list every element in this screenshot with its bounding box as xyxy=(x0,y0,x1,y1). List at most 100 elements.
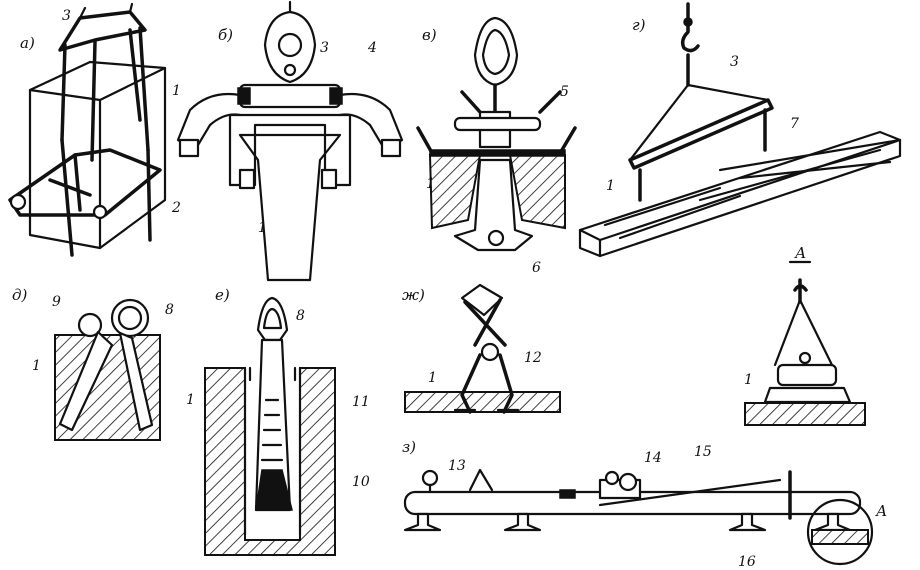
callout-b-3: 3 xyxy=(320,40,329,56)
detail-circle xyxy=(806,498,874,566)
suction-foot-2 xyxy=(503,512,542,532)
traverse-slings xyxy=(628,83,770,162)
callout-e-11: 11 xyxy=(352,394,370,410)
vacuum-gauge xyxy=(421,469,439,487)
suction-foot-3 xyxy=(728,512,767,532)
frame-joint-left xyxy=(9,193,27,211)
panel-zh-pincer-grip: ж) 1 12 xyxy=(402,283,561,414)
hook-swivel xyxy=(683,17,693,27)
crossbar-end-right xyxy=(329,87,343,105)
grip-handles xyxy=(460,90,562,114)
slab-right xyxy=(508,154,566,230)
callout-z-14: 14 xyxy=(644,450,662,466)
callout-a-3: 3 xyxy=(62,8,71,24)
callout-v-1: 1 xyxy=(426,176,435,192)
callout-v-6: 6 xyxy=(532,260,541,276)
panel-e-label: е) xyxy=(215,286,230,304)
panel-a-block-gripper: а) 3 1 2 xyxy=(8,2,181,257)
callout-b-1: 1 xyxy=(258,220,267,236)
concrete-post xyxy=(238,133,342,282)
crossbar-end-left xyxy=(237,87,251,105)
suction-valve xyxy=(798,351,812,365)
callout-a-1: 1 xyxy=(172,83,181,99)
slab-left xyxy=(428,154,482,230)
detail-A-callout: А xyxy=(875,502,887,520)
tong-leg-right xyxy=(118,331,154,432)
callout-e-8: 8 xyxy=(296,308,305,324)
callout-b-4: 4 xyxy=(367,40,377,56)
gripping-frame xyxy=(8,148,162,217)
panel-z-vacuum-beam: з) 13 14 15 16 А xyxy=(402,438,887,570)
panel-v-expanding-grip: в) 5 1 6 xyxy=(416,16,577,276)
gripper-legs xyxy=(60,138,152,257)
crane-hook xyxy=(680,2,700,53)
tong-ring-large-hole xyxy=(117,305,143,331)
pincer-crossed-links xyxy=(463,298,507,347)
callout-z-16: 16 xyxy=(738,554,756,570)
slab-zh xyxy=(404,391,561,413)
frame-struts xyxy=(48,153,92,212)
panel-e-anchor-bolt: е) 8 1 11 10 xyxy=(186,286,370,556)
suction-foot-4 xyxy=(813,512,852,532)
tong-leg-left xyxy=(58,330,114,432)
callout-v-5: 5 xyxy=(560,84,569,100)
clamp-crossbar xyxy=(238,83,342,109)
lifting-crossbars xyxy=(698,138,902,202)
clamp-jaws xyxy=(228,113,352,187)
panel-v-label: в) xyxy=(422,26,437,44)
beam-fitting xyxy=(559,489,576,499)
panel-d-scissor-tongs: д) 9 8 1 xyxy=(12,286,174,441)
callout-g-1: 1 xyxy=(606,178,615,194)
callout-e-1: 1 xyxy=(186,392,195,408)
expanding-wedge xyxy=(453,158,534,252)
arm-pad-left xyxy=(178,138,200,158)
panel-g-traverse-beam: г) 3 7 1 xyxy=(578,2,902,258)
panel-z-label: з) xyxy=(402,438,416,456)
detail-hook xyxy=(793,278,808,304)
detail-slings xyxy=(773,298,834,367)
lifting-lug xyxy=(468,468,494,492)
block-outline xyxy=(28,60,167,250)
callout-a-2: 2 xyxy=(171,200,181,216)
panel-a-label: а) xyxy=(20,34,35,52)
pincer-jaws xyxy=(460,353,514,414)
traverse-hangers xyxy=(638,108,767,202)
beam-rod xyxy=(598,478,782,507)
wedge-pin xyxy=(487,229,505,247)
callout-d-8: 8 xyxy=(165,302,174,318)
grip-crossbar xyxy=(453,116,542,132)
socket-collars xyxy=(248,366,297,382)
pincer-head xyxy=(460,283,504,317)
callout-zh-12: 12 xyxy=(524,350,542,366)
pump-motor-left xyxy=(604,470,620,486)
slab-detail xyxy=(744,402,866,426)
pump-motor-right xyxy=(618,472,638,492)
callout-e-10: 10 xyxy=(352,474,370,490)
anchor-threads xyxy=(260,398,284,462)
callout-z-13: 13 xyxy=(448,458,466,474)
suction-foot-1 xyxy=(403,512,442,532)
traverse-hooks xyxy=(78,2,134,20)
callout-zh-1: 1 xyxy=(428,370,437,386)
traverse-bar xyxy=(628,98,774,170)
anchor-wedge xyxy=(255,469,293,511)
tong-ring-small xyxy=(77,312,103,338)
callout-g-3: 3 xyxy=(730,54,739,70)
panel-d-label: д) xyxy=(12,286,28,304)
slab-top-plate xyxy=(429,149,566,157)
eye-hole xyxy=(277,32,303,58)
arm-pad-right xyxy=(380,138,402,158)
pincer-pivot xyxy=(480,342,500,362)
channel-inner-lines xyxy=(603,186,742,240)
callout-A-1: 1 xyxy=(744,372,753,388)
eye-pin xyxy=(283,63,297,77)
jaw-block-right xyxy=(320,168,338,190)
gripper-slings xyxy=(60,26,150,162)
jaw-block-left xyxy=(238,168,256,190)
panel-zh-label: ж) xyxy=(402,286,425,304)
ring-hole xyxy=(481,28,511,76)
detail-A-label: А xyxy=(794,244,806,262)
suction-cup xyxy=(763,386,852,404)
